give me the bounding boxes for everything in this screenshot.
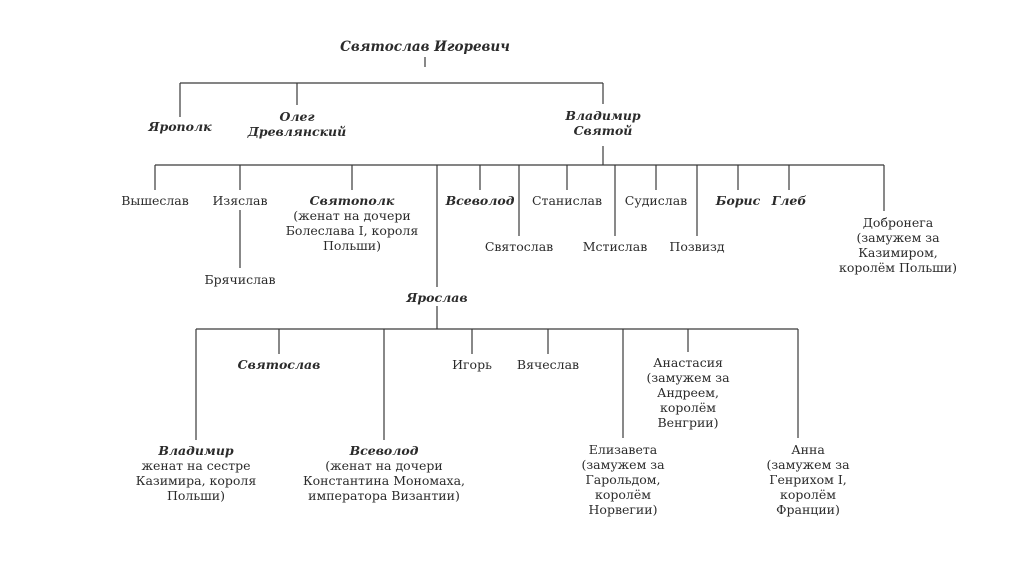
person-mstislav: Мстислав	[583, 239, 647, 254]
person-name: Судислав	[624, 193, 688, 208]
person-name: Вышеслав	[121, 193, 189, 208]
person-anna: Анна (замужем за Генрихом I, королём Фра…	[753, 442, 863, 517]
person-note: (замужем за Генрихом I, королём Франции)	[766, 457, 850, 517]
person-note: (женат на дочери Константина Мономаха, и…	[302, 458, 466, 503]
person-name: Ярополк	[148, 119, 212, 134]
person-name: Вячеслав	[516, 357, 580, 372]
person-name: Владимир	[158, 443, 234, 458]
person-dobronega: Добронега (замужем за Казимиром, королём…	[838, 215, 958, 275]
person-note: (замужем за Гарольдом, королём Норвегии)	[581, 457, 665, 517]
person-name: Олег Древлянский	[247, 109, 347, 139]
person-name: Борис	[715, 193, 761, 208]
person-name: Святополк	[309, 193, 395, 208]
person-name: Владимир Святой	[565, 108, 641, 138]
person-name: Добронега	[862, 215, 934, 230]
person-note: (замужем за Андреем, королём Венгрии)	[646, 370, 730, 430]
person-yaroslav: Ярослав	[406, 290, 467, 305]
person-svyatoslav: Святослав	[485, 239, 553, 254]
person-name: Глеб	[771, 193, 807, 208]
person-name: Анна	[791, 442, 825, 457]
person-svyatoslav-igorevich: Святослав Игоревич	[340, 40, 510, 55]
person-elizaveta: Елизавета (замужем за Гарольдом, королём…	[561, 442, 686, 517]
person-name: Всеволод	[349, 443, 419, 458]
person-yaropolk: Ярополк	[148, 119, 211, 134]
person-note: женат на сестре Казимира, короля Польши)	[135, 458, 257, 503]
person-stanislav: Станислав	[532, 193, 602, 208]
person-svyatoslav-yaroslavich: Святослав	[238, 357, 321, 372]
person-name: Станислав	[531, 193, 603, 208]
person-note: (женат на дочери Болеслава I, короля Пол…	[285, 208, 419, 253]
person-boris: Борис	[716, 193, 760, 208]
person-name: Изяслав	[212, 193, 268, 208]
person-vladimir-yaroslavich: Владимир женат на сестре Казимира, корол…	[116, 443, 276, 503]
person-sudislav: Судислав	[625, 193, 687, 208]
person-igor: Игорь	[452, 357, 492, 372]
person-vsevolod-yaroslavich: Всеволод (женат на дочери Константина Мо…	[297, 443, 472, 503]
person-svyatopolk: Святополк (женат на дочери Болеслава I, …	[282, 193, 422, 253]
person-name: Святослав	[237, 357, 321, 372]
person-vysheslav: Вышеслав	[121, 193, 189, 208]
person-name: Всеволод	[445, 193, 515, 208]
person-vladimir-svyatoy: Владимир Святой	[553, 108, 653, 138]
person-pozvizd: Позвизд	[669, 239, 724, 254]
person-name: Позвизд	[669, 239, 725, 254]
person-note: (замужем за Казимиром, королём Польши)	[839, 230, 957, 275]
person-anastasia: Анастасия (замужем за Андреем, королём В…	[643, 355, 733, 430]
person-name: Брячислав	[204, 272, 276, 287]
person-name: Ярослав	[406, 290, 468, 305]
person-name: Святослав	[484, 239, 554, 254]
person-gleb: Глеб	[772, 193, 807, 208]
person-name: Игорь	[452, 357, 492, 372]
person-vyacheslav: Вячеслав	[517, 357, 579, 372]
person-name: Елизавета	[588, 442, 658, 457]
person-name: Мстислав	[582, 239, 648, 254]
person-oleg-drevlyansky: Олег Древлянский	[232, 109, 362, 139]
person-name: Святослав Игоревич	[340, 39, 510, 55]
person-izyaslav: Изяслав	[212, 193, 267, 208]
person-vsevolod: Всеволод	[446, 193, 515, 208]
person-name: Анастасия	[653, 355, 723, 370]
person-bryachislav: Брячислав	[204, 272, 275, 287]
